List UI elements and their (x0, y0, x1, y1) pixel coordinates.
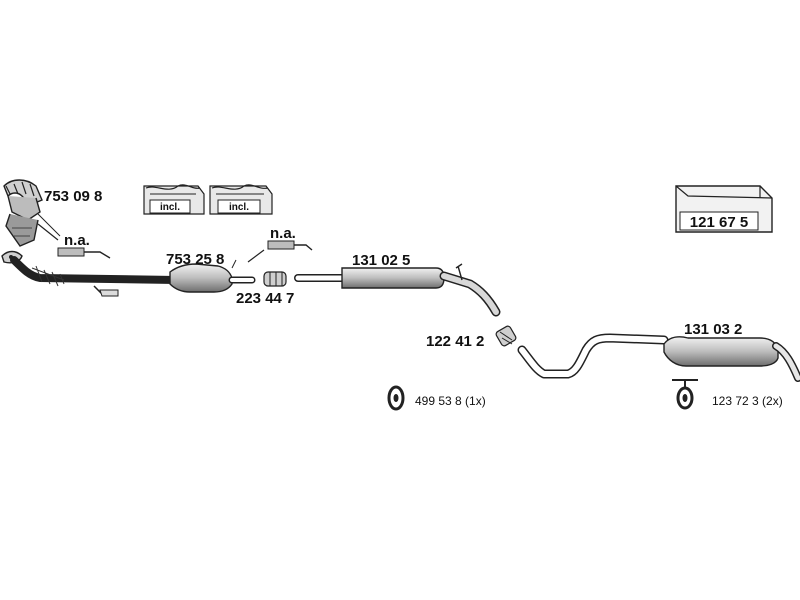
incl-label-2: incl. (229, 202, 249, 213)
na-label-1: n.a. (64, 232, 90, 249)
catalytic-converter[interactable] (169, 263, 256, 293)
part-number-122412: 122 41 2 (426, 333, 484, 350)
middle-silencer[interactable] (294, 263, 501, 317)
incl-label-1: incl. (160, 202, 180, 213)
exhaust-manifold[interactable] (1, 179, 43, 264)
part-number-123723: 123 72 3 (2x) (712, 394, 783, 408)
part-number-499538: 499 53 8 (1x) (415, 394, 486, 408)
rubber-mount-499538[interactable] (387, 385, 405, 411)
rear-pipe[interactable] (517, 333, 669, 379)
leader-lines (37, 213, 237, 269)
oxygen-sensor-2[interactable] (247, 240, 313, 263)
part-number-121675: 121 67 5 (690, 214, 748, 231)
front-pipe[interactable] (10, 256, 180, 297)
mounting-kit-box[interactable]: 121 67 5 (675, 185, 773, 233)
rubber-mount-123723[interactable] (672, 379, 698, 410)
rear-silencer[interactable] (663, 336, 800, 382)
part-number-223447: 223 44 7 (236, 290, 294, 307)
clamp-122412[interactable] (495, 325, 517, 347)
part-number-753098: 753 09 8 (44, 188, 102, 205)
part-number-131025: 131 02 5 (352, 252, 410, 269)
part-number-131032: 131 03 2 (684, 321, 742, 338)
part-number-753258: 753 25 8 (166, 251, 224, 268)
clamp-223447[interactable] (263, 271, 287, 287)
incl-box-2: incl. (209, 184, 273, 215)
na-label-2: n.a. (270, 225, 296, 242)
incl-box-1: incl. (143, 184, 205, 215)
oxygen-sensor-1[interactable] (37, 223, 111, 259)
